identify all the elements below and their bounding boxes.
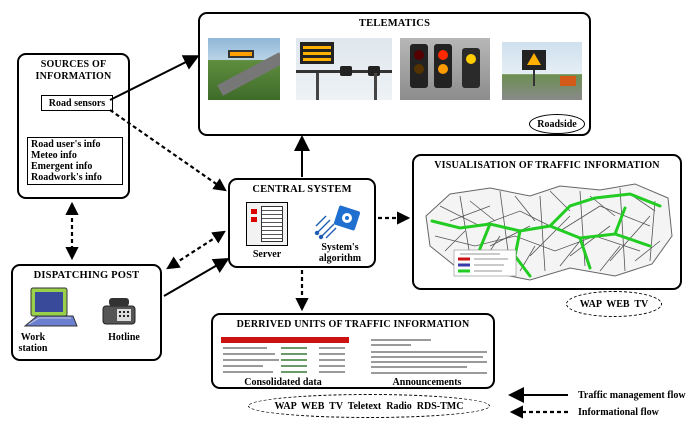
dispatching-post-box: DISPATCHING POST Work station Hotline [11,264,162,361]
sources-box: SOURCES OF INFORMATION Road sensors Road… [17,53,130,199]
arrow-dispatching-to-central [163,257,230,297]
roadside-label: Roadside [529,114,585,134]
dispatching-title: DISPATCHING POST [33,270,140,281]
bottom-channels: WAP WEB TV Teletext Radio RDS-TMC [248,394,490,418]
announcements-label: Announcements [392,377,462,388]
info-item-emergent: Emergent info [31,161,93,172]
derived-units-box: DERRIVED UNITS OF TRAFFIC INFORMATION Co… [211,313,495,389]
visualisation-title: VISUALISATION OF TRAFFIC INFORMATION [434,160,660,171]
consolidated-label: Consolidated data [244,377,322,388]
sources-title-line1: SOURCES OF [40,59,107,70]
workstation-label-line2: station [18,343,48,354]
sources-title-line2: INFORMATION [35,71,112,82]
arrow-sensors-to-telematics [109,55,200,101]
algorithm-label-line1: System's [321,242,359,253]
server-icon [246,202,288,246]
road-sensors-box: Road sensors [41,95,113,111]
legend-management-flow: Traffic management flow [578,390,686,401]
phone-icon [101,296,137,326]
info-item-road-user: Road user's info [31,139,101,150]
vms-sign-photo [296,38,392,100]
arrow-dispatching-central-info [166,230,226,270]
road-sensors-label: Road sensors [48,98,106,109]
info-items-box: Road user's info Meteo info Emergent inf… [27,137,123,185]
info-item-meteo: Meteo info [31,150,77,161]
algorithm-chip-icon [314,202,362,240]
consolidated-table [221,337,349,375]
highway-photo [208,38,280,100]
visualisation-channels: WAP WEB TV [566,291,662,317]
announcements-text [371,339,489,375]
server-label: Server [252,249,282,260]
derived-title: DERRIVED UNITS OF TRAFFIC INFORMATION [236,319,470,330]
central-system-title: CENTRAL SYSTEM [252,184,352,195]
workstation-icon [23,286,79,330]
legend-informational-flow: Informational flow [578,407,659,418]
visualisation-box: VISUALISATION OF TRAFFIC INFORMATION [412,154,682,290]
roadside-sign-photo [502,42,582,100]
telematics-title: TELEMATICS [358,18,431,29]
telematics-box: TELEMATICS Roadside [198,12,591,136]
arrow-sensors-to-central [109,109,227,192]
algorithm-label-line2: algorithm [318,253,362,264]
hotline-label: Hotline [108,332,140,343]
central-system-box: CENTRAL SYSTEM Server System's algorithm [228,178,376,268]
traffic-light-photo [400,38,490,100]
info-item-roadwork: Roadwork's info [31,172,102,183]
workstation-label-line1: Work [20,332,46,343]
traffic-map [420,176,678,286]
